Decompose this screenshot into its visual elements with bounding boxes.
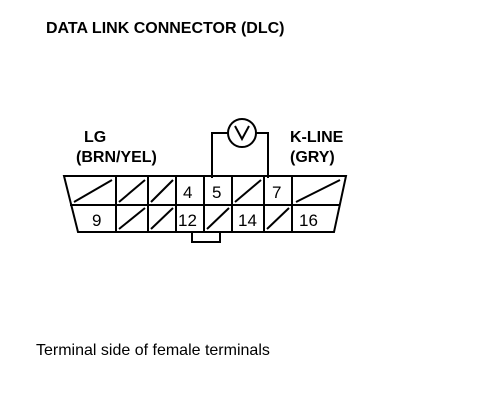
pin-number: 7: [272, 183, 281, 202]
pin-number: 4: [183, 183, 192, 202]
meter-leads: [211, 132, 269, 178]
pin-number: 14: [238, 211, 257, 230]
unused-terminal-hatching: [73, 179, 341, 230]
voltmeter-icon: [227, 118, 257, 148]
pin-number: 9: [92, 211, 101, 230]
connector-tab: [191, 232, 221, 243]
lg-label: LG: [84, 129, 106, 146]
kline-label: K-LINE: [290, 129, 344, 146]
lg-color-label: (BRN/YEL): [76, 149, 157, 166]
diagram-caption: Terminal side of female terminals: [36, 342, 270, 359]
pin-number: 12: [178, 211, 197, 230]
diagram-title: DATA LINK CONNECTOR (DLC): [46, 20, 285, 37]
connector-shell: [62, 175, 348, 233]
kline-color-label: (GRY): [290, 149, 335, 166]
column-dividers: [115, 176, 293, 232]
pin-number: 5: [212, 183, 221, 202]
pin-number: 16: [299, 211, 318, 230]
